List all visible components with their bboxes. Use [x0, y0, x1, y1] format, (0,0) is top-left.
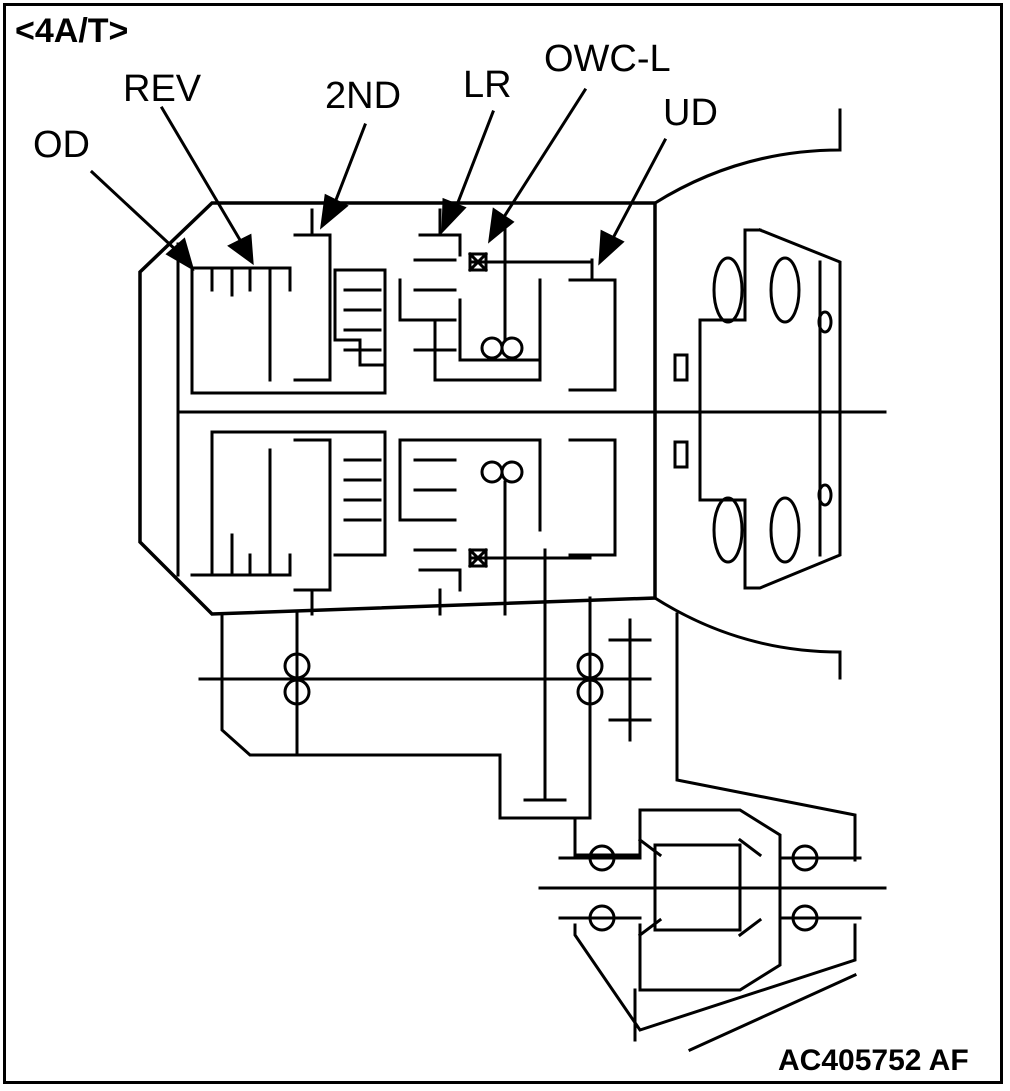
diagram-frame [3, 3, 1003, 1084]
transmission-case [138, 201, 657, 616]
diagram-title: <4A/T> [15, 12, 129, 50]
label-owc-l: OWC-L [544, 38, 671, 80]
od-clutch [190, 266, 387, 395]
lower-clutches [190, 448, 292, 577]
transfer-housing [220, 596, 592, 820]
figure-code: AC405752 AF [778, 1044, 969, 1077]
label-ud: UD [663, 92, 718, 134]
label-rev: REV [123, 68, 202, 110]
second-clutch [293, 233, 332, 382]
ud-clutch [568, 258, 617, 392]
planetary-upper [333, 268, 387, 367]
label-od: OD [33, 124, 90, 166]
label-lr: LR [463, 64, 512, 106]
label-2nd: 2ND [325, 75, 402, 117]
torque-converter [698, 228, 842, 590]
converter-housing [652, 108, 842, 206]
differential [573, 808, 782, 992]
lr-clutch [418, 208, 462, 257]
label-leaders [89, 87, 668, 272]
